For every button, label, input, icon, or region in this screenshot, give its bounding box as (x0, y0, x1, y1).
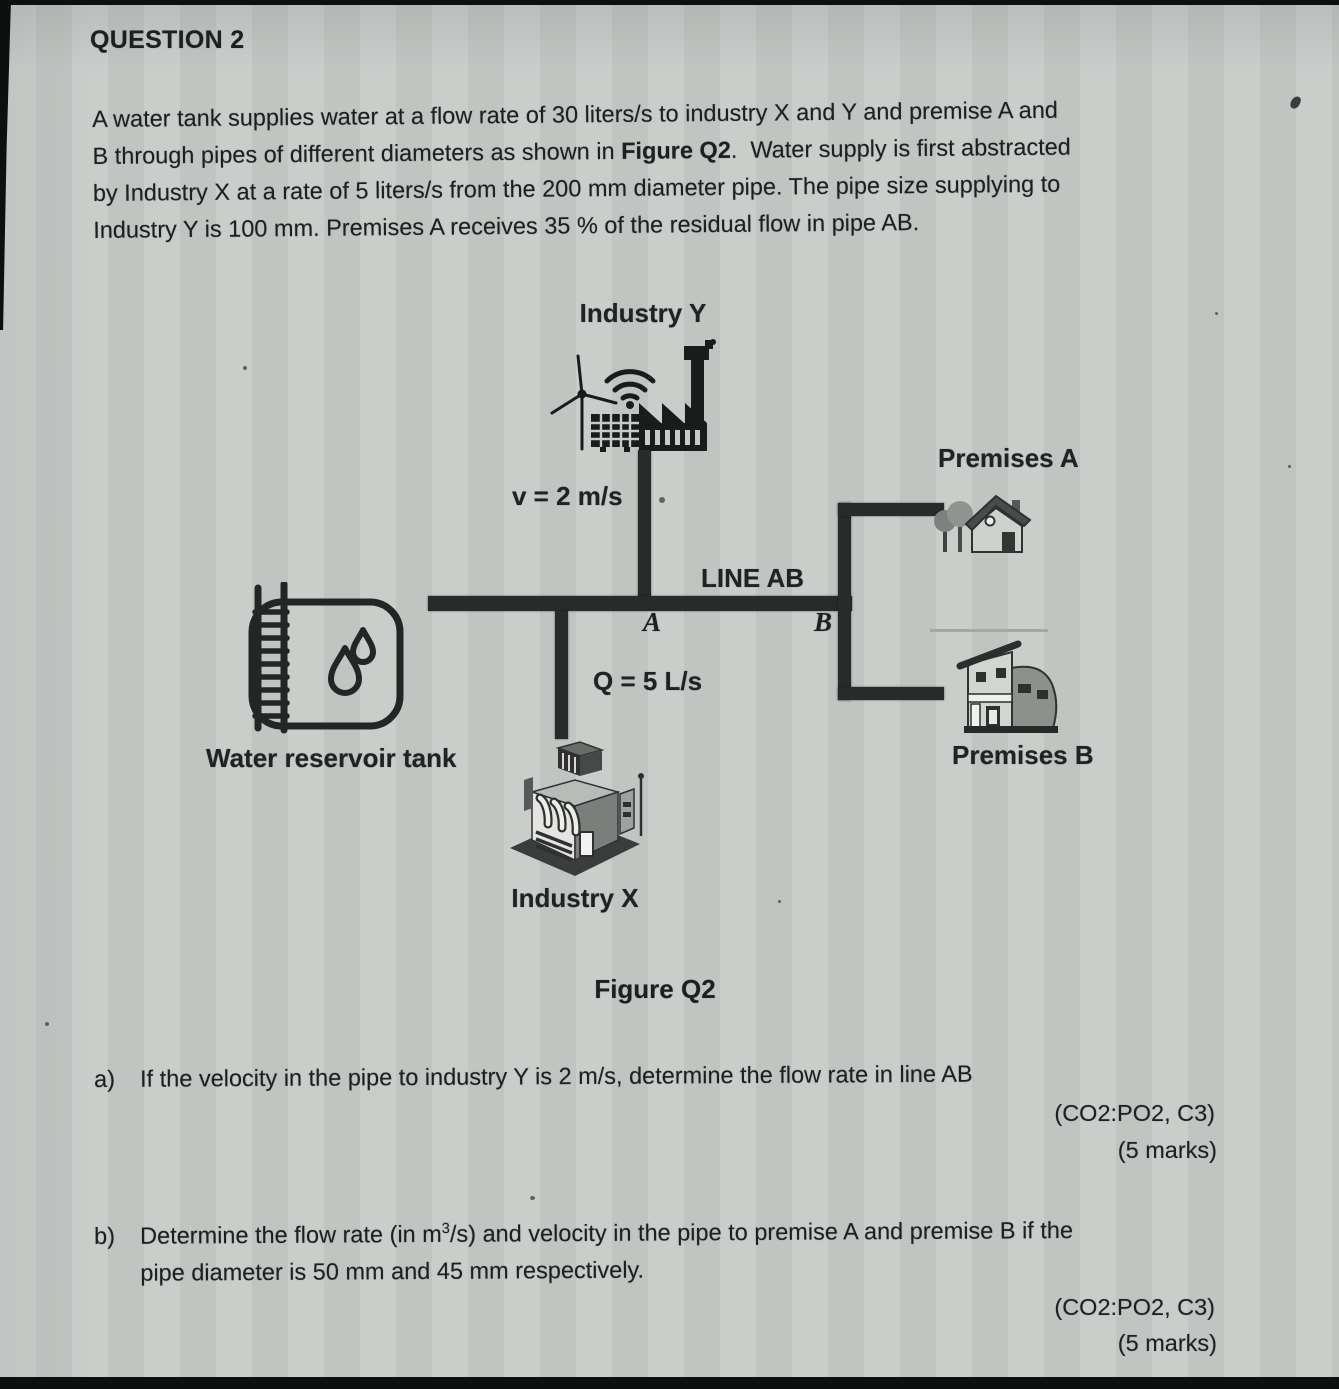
velocity-label: v = 2 m/s (512, 481, 623, 511)
premises-a-icon (934, 494, 1032, 553)
question-title: QUESTION 2 (90, 26, 245, 54)
node-a-label: A (643, 607, 662, 637)
factory-door (579, 831, 594, 857)
industry-y-icon (550, 339, 716, 452)
pipe-main-ab (428, 596, 852, 611)
house-roof (964, 494, 1032, 532)
industry-y-label: Industry Y (579, 298, 707, 328)
question-b-text: Determine the flow rate (in m3/s) and ve… (140, 1212, 1073, 1292)
wifi-dot (626, 401, 634, 409)
pipe-to-industry-x (555, 611, 568, 739)
figure-caption: Figure Q2 (594, 974, 716, 1004)
scan-edge-left (0, 0, 11, 330)
wifi-icon (604, 369, 656, 401)
question-a-text: If the velocity in the pipe to industry … (140, 1060, 973, 1092)
premises-b-label: Premises B (952, 740, 1094, 770)
speck (778, 900, 781, 903)
speck (530, 1196, 535, 1200)
speck (1288, 465, 1291, 468)
shop-roof-line (956, 640, 1022, 670)
factory-building-icon (639, 403, 707, 451)
speck (45, 1022, 49, 1026)
house-door (1002, 532, 1015, 552)
question-a-marks: (5 marks) (1117, 1137, 1217, 1163)
industry-x-icon (510, 741, 644, 876)
scan-edge-bottom (0, 1377, 1339, 1389)
intro-paragraph: A water tank supplies water at a flow ra… (92, 92, 1072, 249)
question-b-line-1: Determine the flow rate (in m3/s) and ve… (140, 1217, 1074, 1249)
tree-icon (934, 501, 973, 552)
premises-b-icon (956, 640, 1058, 733)
question-b-id: b) (94, 1222, 116, 1249)
speck (659, 497, 665, 503)
pipe-to-industry-y (638, 450, 651, 600)
question-b: b) Determine the flow rate (in m3/s) and… (94, 1212, 1073, 1292)
question-b-line-2: pipe diameter is 50 mm and 45 mm respect… (140, 1256, 645, 1286)
question-a-id: a) (94, 1065, 116, 1092)
shop-rounded-wing (1011, 665, 1058, 729)
scan-edge-top (0, 0, 1339, 5)
pipe-to-premises-a (838, 503, 944, 516)
tank-body (248, 598, 404, 730)
water-tank-icon (248, 582, 404, 734)
superscript-3: 3 (441, 1220, 450, 1238)
flow-label: Q = 5 L/s (593, 666, 703, 696)
factory-awnings (535, 793, 581, 837)
ladder-icon (252, 582, 290, 734)
industry-x-label: Industry X (511, 883, 639, 913)
factory-slat-windows (535, 830, 573, 862)
shop-pillar (970, 703, 981, 729)
shop-sign-band (967, 693, 1013, 703)
chimney-icon (684, 339, 716, 427)
question-b-outcome: (CO2:PO2, C3) (1054, 1294, 1215, 1320)
water-drops-icon (328, 627, 376, 696)
pen-mark (1288, 94, 1303, 111)
premises-a-label: Premises A (938, 443, 1079, 473)
figure-reference: Figure Q2 (621, 136, 731, 164)
question-a: a) If the velocity in the pipe to indust… (94, 1056, 973, 1098)
water-tank-label: Water reservoir tank (206, 743, 457, 773)
wind-turbine-icon (550, 354, 618, 451)
question-b-marks: (5 marks) (1117, 1330, 1217, 1356)
factory-roof-vent (555, 741, 605, 776)
line-ab-label: LINE AB (701, 563, 805, 593)
factory-right-tower (619, 773, 644, 836)
question-a-outcome: (CO2:PO2, C3) (1054, 1100, 1215, 1126)
speck (243, 366, 247, 370)
house-chimney (1012, 500, 1020, 514)
solar-panel-icon (591, 414, 639, 452)
node-b-label: B (814, 607, 833, 637)
pipe-to-premises-b (838, 687, 944, 700)
factory-chimney-left (524, 777, 533, 811)
shop-base (964, 726, 1058, 733)
pipe-branch-vertical (838, 503, 851, 700)
house-window (984, 515, 996, 527)
scan-artifact-line (930, 629, 1048, 632)
speck (1215, 312, 1218, 315)
